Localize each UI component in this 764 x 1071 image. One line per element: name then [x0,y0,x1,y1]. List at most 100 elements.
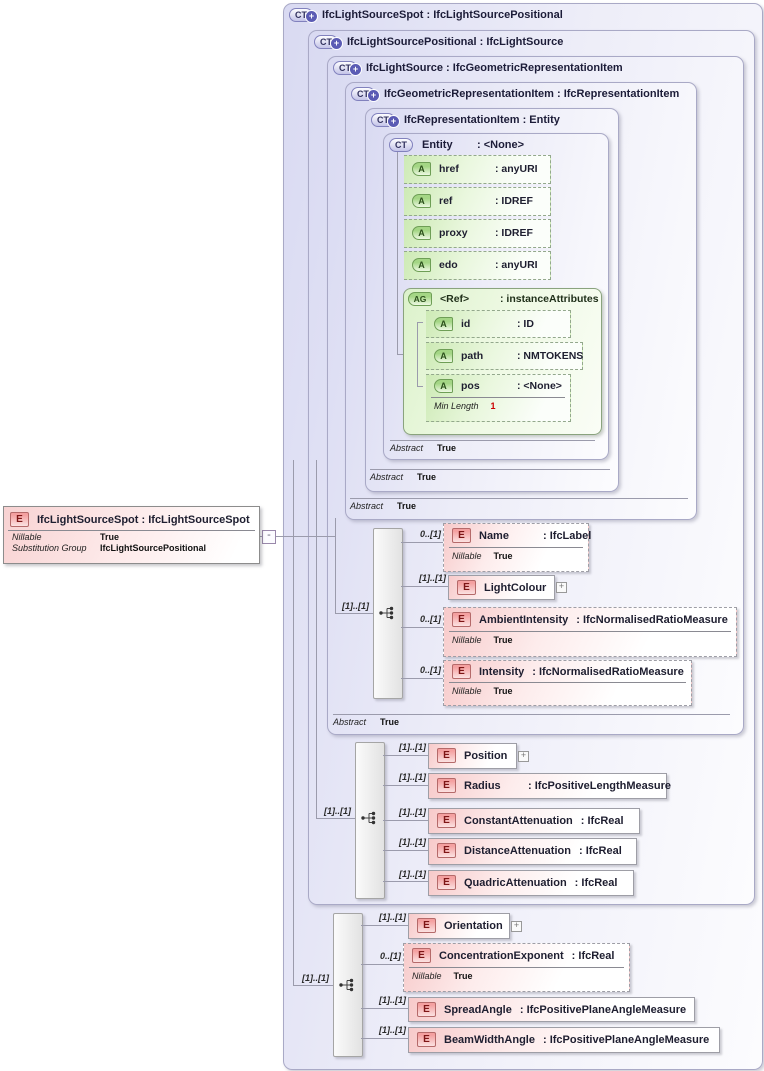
ct-title: IfcLightSource : IfcGeometricRepresentat… [366,62,623,74]
occurs-label: 0..[1] [419,614,441,624]
ct-title: IfcLightSourceSpot : IfcLightSourcePosit… [322,9,563,21]
element-icon: E [437,813,456,828]
complex-type-icon: CT+ [289,8,318,23]
occurs-label: [1]..[1] [379,995,406,1005]
connector-line [361,1038,408,1039]
global-element-ifclightsourcespot[interactable]: E IfcLightSourceSpot : IfcLightSourceSpo… [3,506,260,564]
occurs-label: [1]..[1] [379,1025,406,1035]
connector-line [401,627,443,628]
collapse-toggle-icon[interactable]: + [367,89,380,102]
connector-line [316,818,355,819]
sequence-icon [379,606,394,620]
divider [409,967,624,968]
attribute-icon: A [412,257,431,272]
divider [350,498,688,499]
divider [333,714,730,715]
ct-title: IfcLightSourcePositional : IfcLightSourc… [347,36,564,48]
connector-line [293,460,294,985]
occurs-label: [1]..[1] [419,573,446,583]
complex-type-icon: CT+ [314,35,343,50]
divider [449,547,583,548]
complex-type-icon: CT [389,138,413,152]
element-icon: E [437,875,456,890]
connector-line [383,785,428,786]
ct-header-ifclightsourcespot: CT+ IfcLightSourceSpot : IfcLightSourceP… [289,8,563,23]
connector-line [417,322,423,323]
expand-toggle-box[interactable]: + [556,582,567,593]
occurs-label: [1]..[1] [302,973,329,983]
attribute-group-header: AG <Ref> : instanceAttributes [408,292,599,306]
occurs-label: [1]..[1] [324,806,351,816]
occurs-label: 0..[1] [379,951,401,961]
occurs-label: [1]..[1] [379,912,406,922]
element-icon: E [417,1032,436,1047]
connector-line [335,613,373,614]
collapse-toggle-box[interactable]: - [262,530,276,544]
expand-toggle-box[interactable]: + [518,751,529,762]
occurs-label: [1]..[1] [399,772,426,782]
connector-line [417,322,418,386]
complex-type-icon: CT+ [333,61,362,76]
min-length-value: 1 [490,401,496,411]
element-icon: E [437,778,456,793]
ct-header-ifcgeometricrepresentationitem: CT+ IfcGeometricRepresentationItem : Ifc… [351,87,680,102]
ct-header-ifcrepresentationitem: CT+ IfcRepresentationItem : Entity [371,113,560,128]
connector-line [383,881,428,882]
attribute-icon: A [412,225,431,240]
occurs-label: [1]..[1] [399,869,426,879]
element-icon: E [457,580,476,595]
element-icon: E [452,528,471,543]
element-icon: E [437,843,456,858]
connector-line [335,518,336,613]
collapse-toggle-icon[interactable]: + [349,63,362,76]
occurs-label: [1]..[1] [342,601,369,611]
collapse-toggle-icon[interactable]: + [305,10,318,23]
attribute-icon: A [434,379,453,393]
connector-line [383,820,428,821]
ct-title-type: : <None> [477,139,525,151]
attribute-icon: A [412,193,431,208]
element-icon: E [417,1002,436,1017]
attribute-group-icon: AG [408,292,432,306]
connector-line [383,850,428,851]
divider [8,530,255,531]
connector-line [401,678,443,679]
collapse-toggle-icon[interactable]: + [330,37,343,50]
connector-line [283,536,335,537]
sequence-icon [361,811,376,825]
element-icon: E [412,948,431,963]
ct-title: IfcGeometricRepresentationItem : IfcRepr… [384,88,680,100]
divider [449,682,686,683]
sequence-group-spot[interactable] [333,913,363,1057]
element-icon: E [417,918,436,933]
occurs-label: 0..[1] [419,529,441,539]
occurs-label: 0..[1] [419,665,441,675]
connector-line [361,925,408,926]
ct-header-entity: CT Entity : <None> [389,138,524,152]
connector-line [401,586,448,587]
expand-toggle-box[interactable]: + [511,921,522,932]
collapse-toggle-icon[interactable]: + [387,115,400,128]
